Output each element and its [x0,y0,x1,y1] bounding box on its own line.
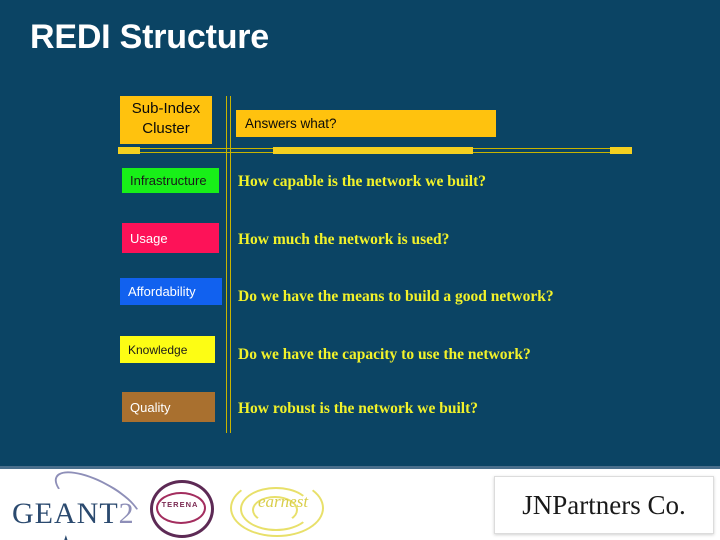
jnpartners-wordmark: JNPartners Co. [522,489,686,520]
terena-inner-ring-icon [156,492,206,524]
chip-affordability: Affordability [120,278,222,305]
earnest-wordmark: earnest [258,492,309,511]
terena-wordmark: TERENA [161,500,199,509]
divider-accent-center [273,147,473,154]
footer-divider [0,466,720,469]
terena-logo: TERENA [148,478,214,538]
chip-knowledge: Knowledge [120,336,215,363]
earnest-spiral-inner-icon [252,496,298,524]
answer-affordability: Do we have the means to build a good net… [238,288,554,305]
divider-accent-right [610,147,632,154]
jnpartners-logo: JNPartners Co. [494,476,714,534]
geant2-word: GEANT [12,497,119,530]
earnest-spiral-outer-icon [230,479,324,537]
header-cluster-line-1: Sub-Index [131,100,201,117]
vertical-divider [226,96,231,433]
header-cell-answers-what: Answers what? [236,110,496,137]
header-cell-sub-index-cluster: Sub-Index Cluster [120,96,212,144]
earnest-spiral-mid-icon [240,487,312,531]
answer-infrastructure: How capable is the network we built? [238,173,486,190]
geant2-wordmark: GEANT2 [12,497,135,531]
footer-logo-bar: GEANT2 ★ TERENA earnest JNPartners Co. [0,460,720,540]
page-title: REDI Structure [30,18,270,56]
chip-usage: Usage [122,223,219,253]
chip-infrastructure: Infrastructure [122,168,219,193]
answer-quality: How robust is the network we built? [238,400,478,417]
earnest-logo: earnest [228,477,324,537]
geant2-logo: GEANT2 ★ [12,460,152,540]
divider-accent-left [118,147,140,154]
answer-knowledge: Do we have the capacity to use the netwo… [238,346,531,363]
chip-quality: Quality [122,392,215,422]
geant2-suffix: 2 [118,497,135,530]
answer-usage: How much the network is used? [238,231,450,248]
terena-outer-ring-icon [150,480,214,538]
header-cluster-line-2: Cluster [142,119,190,137]
